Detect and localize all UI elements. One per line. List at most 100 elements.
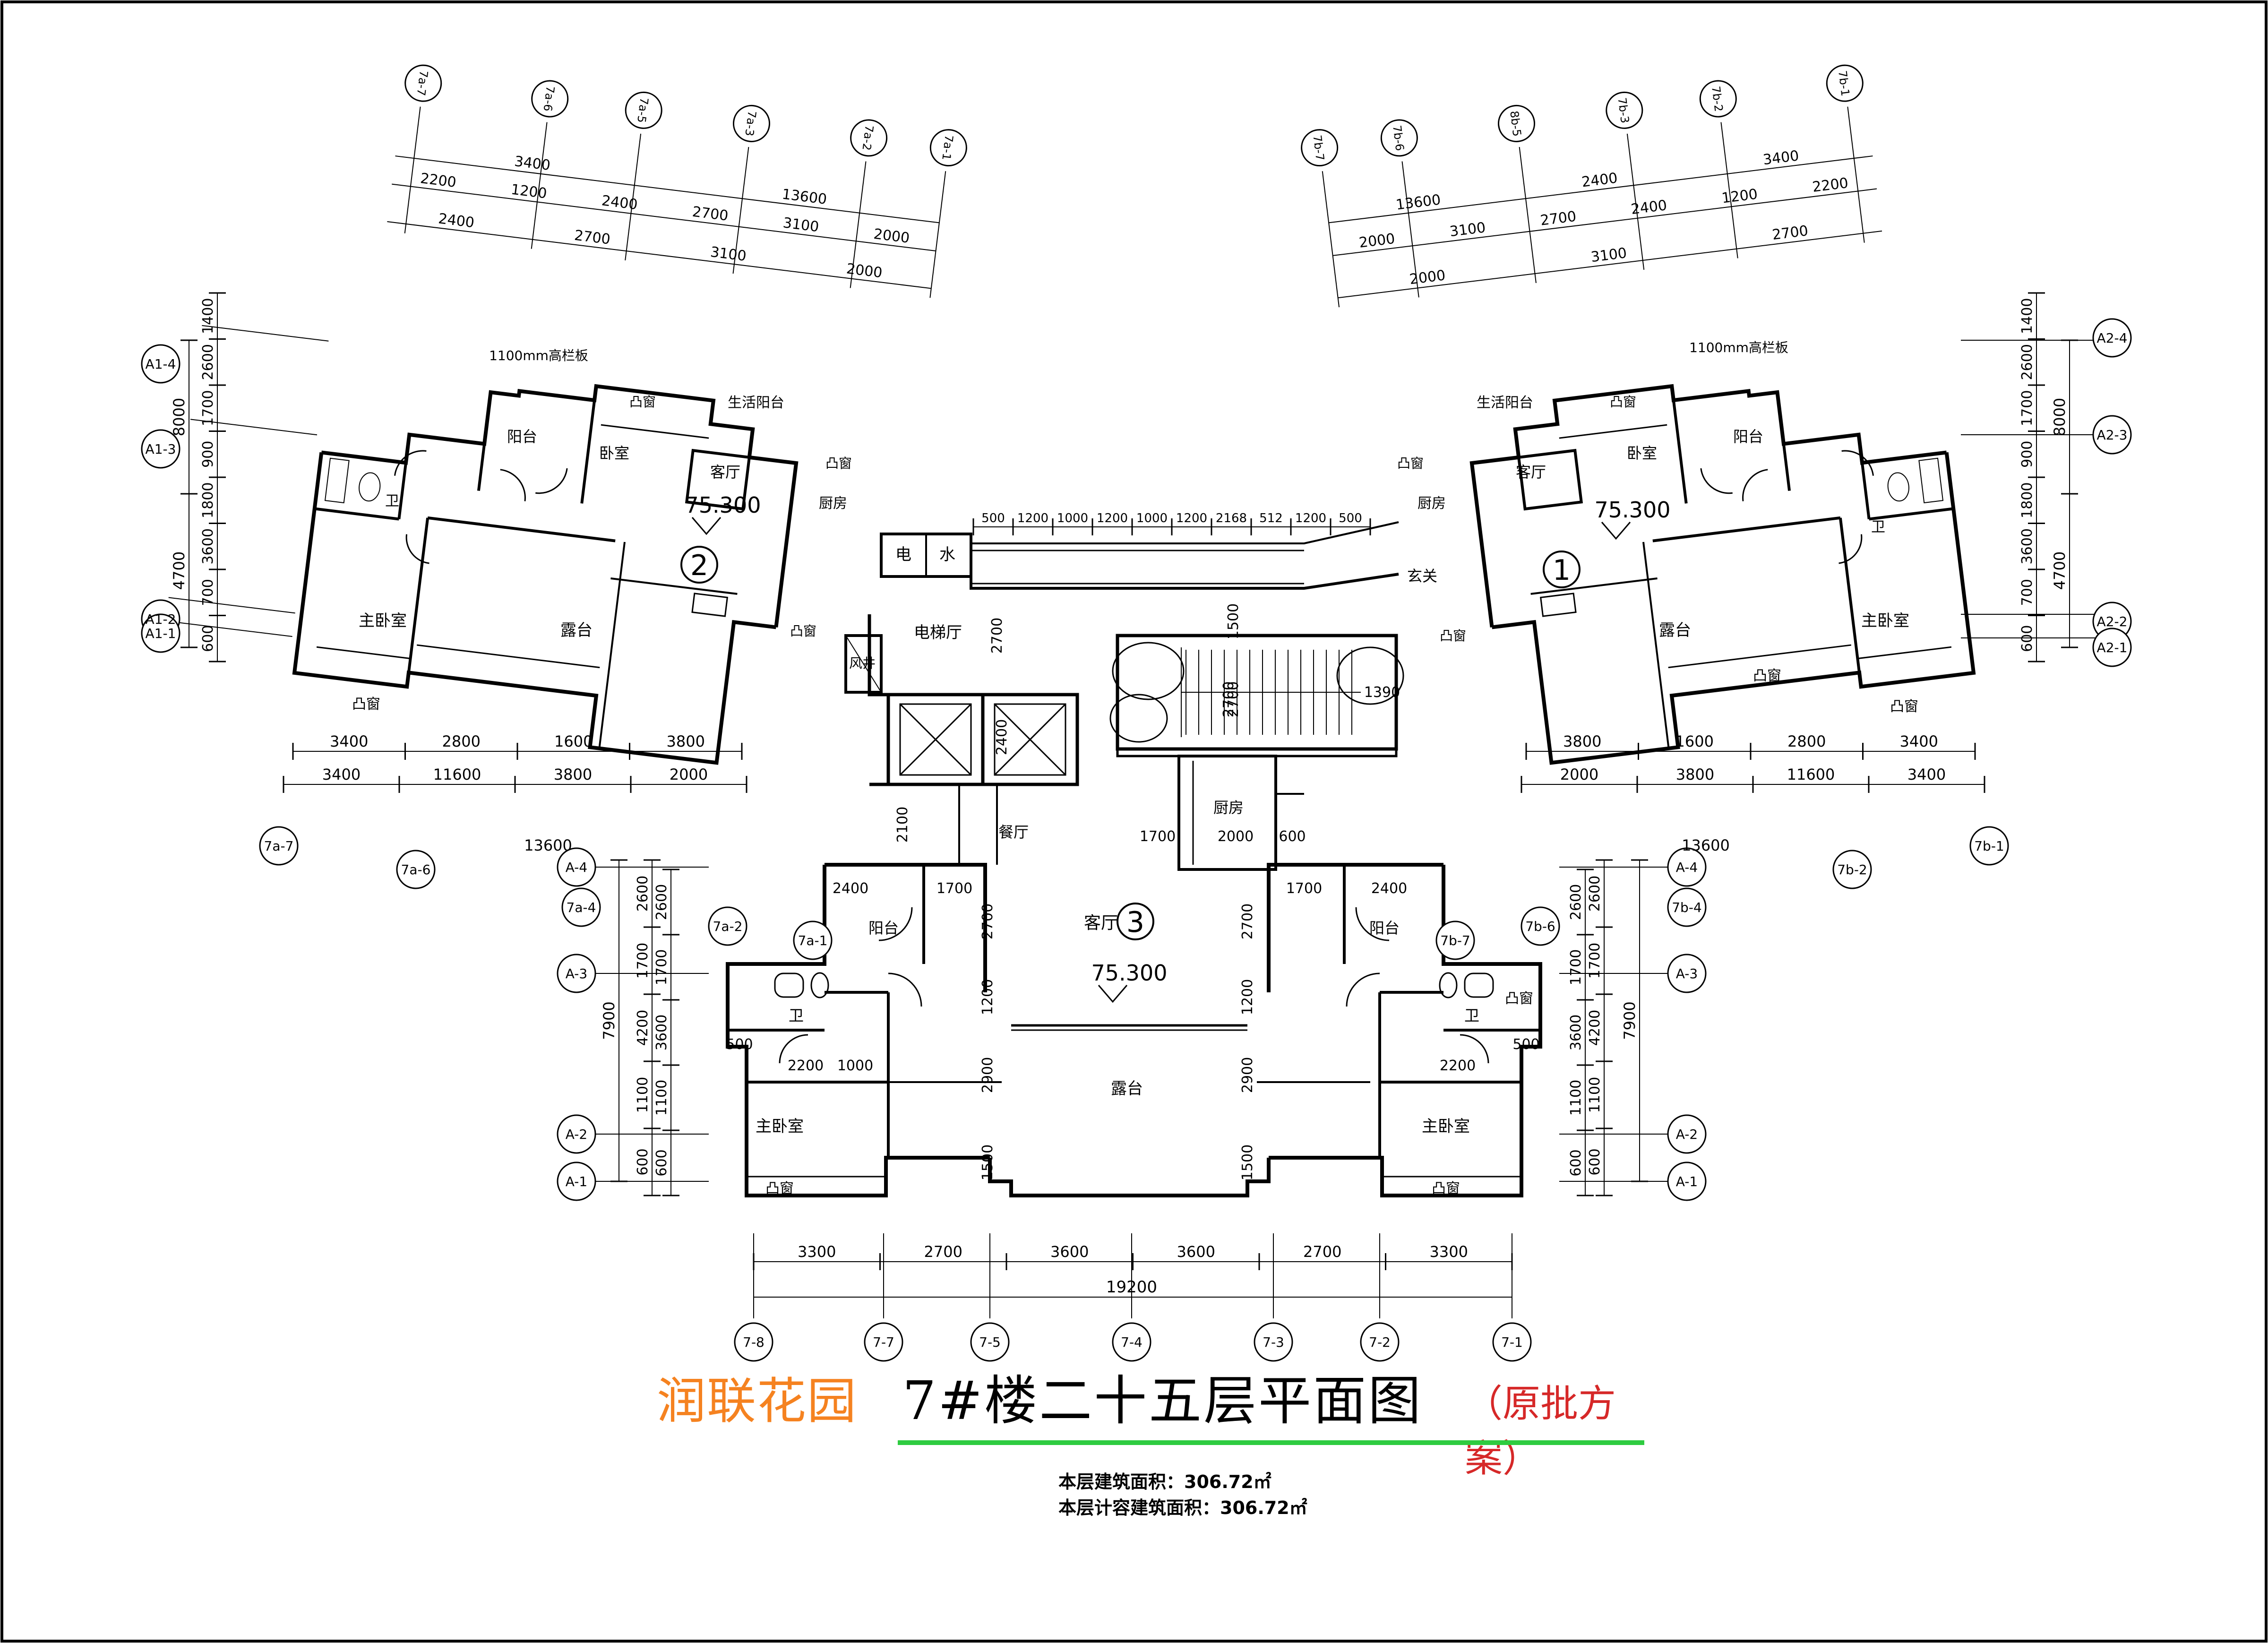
room-label-bath: 卫 <box>1871 519 1885 535</box>
dim-interior: 2000 <box>1218 828 1254 845</box>
dim-corridor: 500 <box>981 511 1005 525</box>
axis-bubble-left-wing <box>141 429 180 469</box>
room-label-bedroom: 卧室 <box>599 444 629 462</box>
dim-left-wing-bottom: 1600 <box>554 732 593 750</box>
axis-label: A-1 <box>1676 1174 1698 1189</box>
axis-bubble-top-right <box>1301 129 1339 167</box>
axis-bubble-lower-left <box>259 826 299 866</box>
dim-interior: 1700 <box>1286 880 1322 897</box>
dim-left-wing: 700 <box>200 579 216 606</box>
axis-bubble-lower-right <box>1832 850 1872 889</box>
axis-label: 7b-7 <box>1440 933 1470 948</box>
axis-bubble-center-right <box>1667 1114 1707 1154</box>
room-label-bay: 凸窗 <box>1432 1180 1460 1197</box>
dim-left-wing-bottom2: 2000 <box>670 766 708 783</box>
room-labels: 客厅餐厅露台阳台阳台卫卫主卧室主卧室凸窗凸窗凸窗厨房电梯厅电水风井玄关主卧室露台… <box>146 298 2128 1350</box>
dim-center-right2: 1100 <box>1568 1080 1584 1116</box>
unit-number-circle <box>1543 551 1581 588</box>
dim-interior: 500 <box>1512 1036 1539 1053</box>
dim-center-right2: 2600 <box>1568 884 1584 920</box>
room-label-bay: 凸窗 <box>1890 698 1918 715</box>
room-label-bedroom: 卧室 <box>1627 444 1657 462</box>
dim-right-wing-total: 4700 <box>2051 551 2069 590</box>
dim-corridor: 500 <box>1339 511 1362 525</box>
dim-left-wing: 1700 <box>200 390 216 426</box>
axis-bubble-top-left <box>850 119 888 157</box>
room-label-terrace: 露台 <box>1111 1079 1143 1098</box>
dim-right-wing: 1700 <box>2019 390 2036 426</box>
axis-label: 7b-7 <box>1310 134 1326 161</box>
room-label-master: 主卧室 <box>359 611 407 630</box>
room-label-elec: 电 <box>895 545 911 564</box>
dim-interior-vertical: 1200 <box>979 979 996 1015</box>
axis-bubble-bottom <box>1492 1322 1532 1362</box>
dim-interior: 500 <box>726 1036 753 1053</box>
axis-label: A-4 <box>566 860 587 875</box>
dim-corridor: 1200 <box>1176 511 1207 525</box>
axis-label: 7-2 <box>1369 1334 1391 1350</box>
axis-bubble-bottom <box>1112 1322 1151 1362</box>
axis-bubble-center-right <box>1667 1161 1707 1201</box>
axis-label: 7a-5 <box>635 97 651 124</box>
floor-area-text: 本层建筑面积：306.72㎡ <box>1058 1471 1271 1492</box>
dim-center-right-total: 7900 <box>1621 1001 1639 1040</box>
axis-label: A2-3 <box>2097 427 2128 443</box>
room-label-rail: 1100mm高栏板 <box>1689 340 1788 355</box>
axis-bubble-center-left <box>557 847 596 887</box>
dim-interior-vertical: 1500 <box>1239 1144 1256 1180</box>
unit-number-circle <box>680 546 718 584</box>
dim-left-wing: 600 <box>200 625 216 652</box>
axis-bubble-center-right <box>1667 847 1707 887</box>
axis-bubble-right-wing <box>2092 415 2132 455</box>
room-label-master: 主卧室 <box>1861 611 1909 630</box>
axis-label: 7b-2 <box>1837 862 1867 877</box>
unit-number-circle <box>1117 903 1154 940</box>
dim-right-wing: 700 <box>2019 579 2036 606</box>
elevation-mark: 75.300 <box>1091 960 1168 986</box>
axis-label: 7a-3 <box>742 110 758 137</box>
core <box>844 521 1404 871</box>
dim-left-wing: 3600 <box>200 528 216 564</box>
room-label-living: 客厅 <box>1516 463 1546 481</box>
axis-bubble-top-right <box>1699 80 1737 118</box>
axis-bubble-top-right <box>1606 91 1643 129</box>
dim-center-left2: 2600 <box>653 884 670 920</box>
dim-interior-vertical: 1200 <box>1239 979 1256 1015</box>
axis-label: A-1 <box>566 1174 587 1189</box>
axis-label: 7b-3 <box>1615 97 1632 124</box>
axis-label: 8b-5 <box>1507 110 1523 137</box>
axis-label: 7a-2 <box>713 919 743 934</box>
axis-label: 7b-4 <box>1672 900 1702 915</box>
dimension-lines: 3400136002200120024002700310020002400270… <box>165 106 2098 1318</box>
axis-bubble-lower-right <box>1435 920 1475 960</box>
drawing-title-block: 润联花园 7#楼二十五层平面图 （原批方案） <box>657 1361 1649 1480</box>
dim-left-wing: 1800 <box>200 482 216 518</box>
elevation-mark: 75.300 <box>1595 497 1671 523</box>
axis-label: A-3 <box>1676 966 1698 981</box>
dim-right-wing-bottom2: 2000 <box>1560 766 1598 783</box>
dim-bottom: 2700 <box>924 1243 962 1261</box>
axis-label: A1-1 <box>146 626 176 641</box>
room-label-shaft: 风井 <box>849 655 876 671</box>
dim-interior: 2400 <box>833 880 868 897</box>
dim-interior-vertical: 2700 <box>1239 903 1256 939</box>
dim-interior-vertical: 2900 <box>1239 1057 1256 1093</box>
room-label-kitchen: 厨房 <box>1418 495 1446 512</box>
axis-label: 7b-6 <box>1525 919 1555 934</box>
room-label-living: 客厅 <box>1084 913 1118 933</box>
axis-label: A-2 <box>1676 1127 1698 1142</box>
axis-bubble-lower-left <box>561 887 601 927</box>
unit-2 <box>292 384 799 765</box>
room-label-bay: 凸窗 <box>1397 456 1424 471</box>
dim-right-wing-bottom: 3800 <box>1563 732 1601 750</box>
axis-bubble-bottom <box>864 1322 903 1362</box>
room-label-kitchen: 厨房 <box>1213 799 1244 817</box>
far-area-text: 本层计容建筑面积：306.72㎡ <box>1058 1497 1307 1518</box>
axis-label: 7a-1 <box>798 933 828 948</box>
dim-left-wing-total: 8000 <box>170 398 188 436</box>
dim-center-left: 1100 <box>635 1077 651 1113</box>
axis-bubble-lower-left <box>396 850 436 889</box>
dim-center-right2: 600 <box>1568 1149 1584 1176</box>
